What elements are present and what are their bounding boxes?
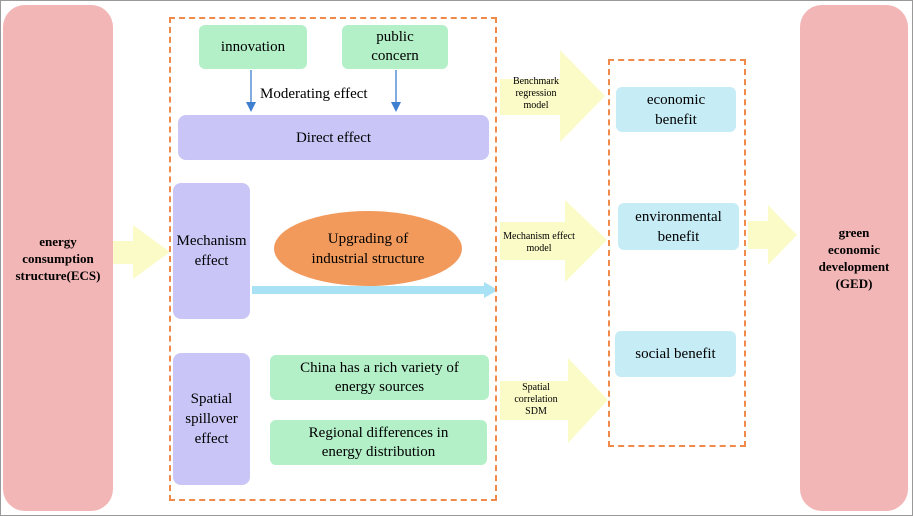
ecs-pillar-text: energy consumption structure(ECS) xyxy=(15,233,101,283)
upgrading-oval: Upgrading of industrial structure xyxy=(274,211,462,286)
social-benefit-text: social benefit xyxy=(635,346,716,362)
spatial-reason-box-2: Regional differences in energy distribut… xyxy=(270,420,487,465)
direct-effect-box: Direct effect xyxy=(178,115,489,160)
innovation-text: innovation xyxy=(220,38,286,55)
model-label-benchmark: Benchmark regression model xyxy=(512,76,560,111)
ged-pillar-text: green economic development (GED) xyxy=(818,225,890,291)
moderating-effect-label: Moderating effect xyxy=(260,86,368,102)
model-label-mechanism: Mechanism effect model xyxy=(503,231,575,254)
ged-pillar: green economic development (GED) xyxy=(800,5,908,511)
benefits-dashed-box xyxy=(608,59,746,447)
public-concern-box: public concern xyxy=(342,25,448,69)
framework-dashed-box xyxy=(169,17,497,501)
economic-benefit-text: economic benefit xyxy=(646,91,706,128)
environmental-benefit-text: environmental benefit xyxy=(635,208,722,245)
spatial-reason-text-2: Regional differences in energy distribut… xyxy=(308,424,449,460)
spatial-effect-box: Spatial spillover effect xyxy=(173,353,250,485)
arrow-benefits-to-ged xyxy=(748,205,797,265)
social-benefit-box: social benefit xyxy=(615,331,736,377)
arrow-mechanism-head xyxy=(484,282,498,298)
arrow-concern-head xyxy=(391,102,401,112)
environmental-benefit-box: environmental benefit xyxy=(618,203,739,250)
spatial-reason-text-1: China has a rich variety of energy sourc… xyxy=(300,359,459,395)
innovation-box: innovation xyxy=(199,25,307,69)
ecs-pillar: energy consumption structure(ECS) xyxy=(3,5,113,511)
economic-benefit-box: economic benefit xyxy=(616,87,736,132)
arrow-spatial xyxy=(500,358,608,443)
spatial-reason-box-1: China has a rich variety of energy sourc… xyxy=(270,355,489,400)
direct-effect-text: Direct effect xyxy=(295,129,372,146)
arrow-mechanism xyxy=(500,200,607,282)
mechanism-effect-text: Mechanism effect xyxy=(176,233,247,269)
arrow-benchmark xyxy=(500,50,605,142)
spatial-effect-text: Spatial spillover effect xyxy=(185,391,238,447)
model-label-spatial: Spatial correlation SDM xyxy=(514,382,558,417)
arrow-innovation-head xyxy=(246,102,256,112)
public-concern-text: public concern xyxy=(371,29,419,64)
upgrading-text: Upgrading of industrial structure xyxy=(311,230,425,267)
mechanism-effect-box: Mechanism effect xyxy=(173,183,250,319)
arrow-ecs-to-framework xyxy=(113,225,170,279)
